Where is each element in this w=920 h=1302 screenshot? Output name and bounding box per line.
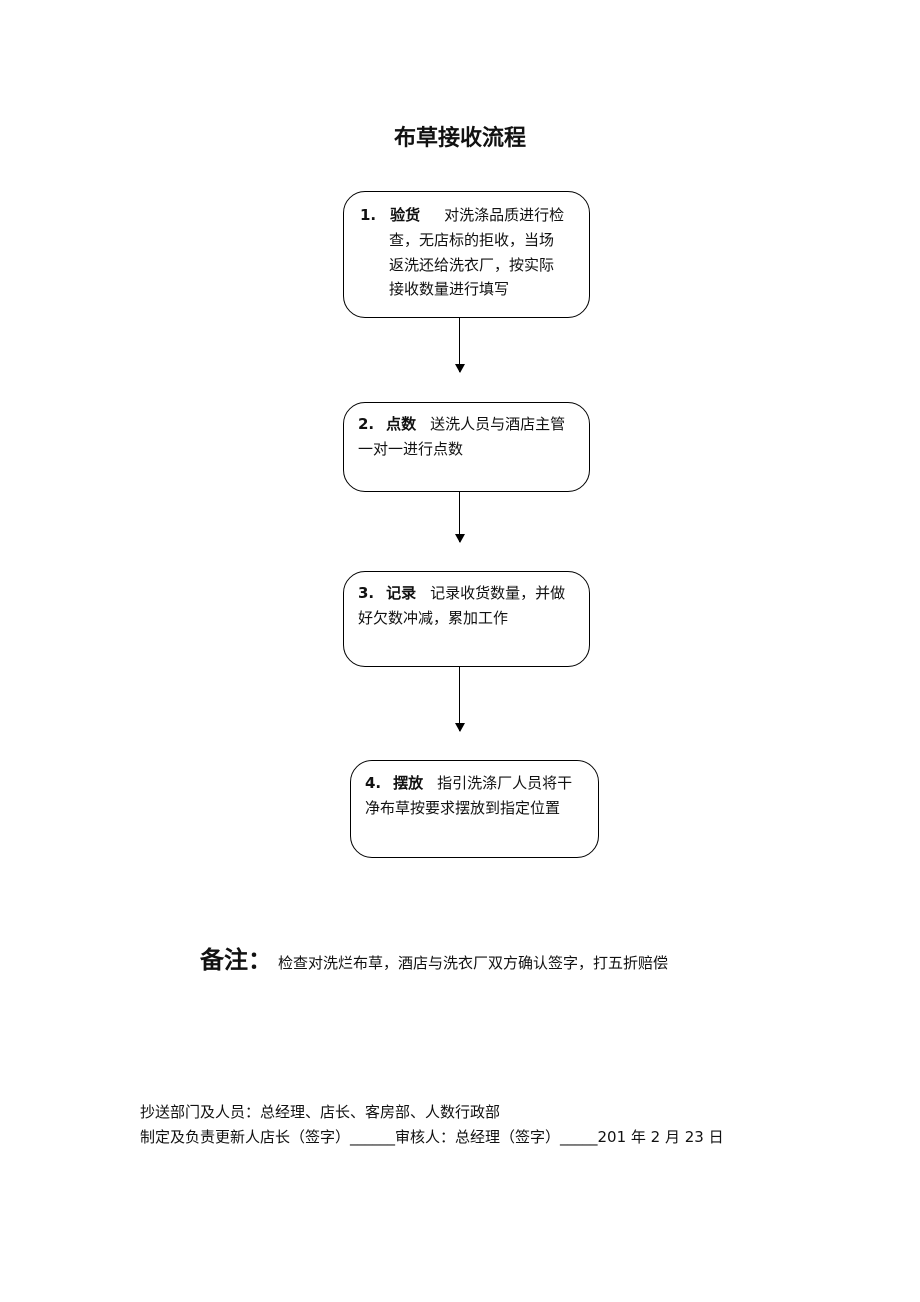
distribution-line: 抄送部门及人员：总经理、店长、客房部、人数行政部 xyxy=(140,1103,501,1121)
step-text: 指引洗涤厂人员将干 xyxy=(437,774,573,792)
arrow-down xyxy=(453,318,467,373)
step-number: 2. xyxy=(358,415,375,433)
step-number: 3. xyxy=(358,584,375,602)
step-number: 4. xyxy=(365,774,382,792)
step-text: 记录收货数量，并做 xyxy=(430,584,566,602)
step-heading: 记录 xyxy=(386,584,417,602)
step-text: 对洗涤品质进行检 xyxy=(444,206,565,224)
arrow-down xyxy=(453,492,467,543)
remark-label: 备注： xyxy=(200,946,272,974)
step-text: 送洗人员与酒店主管 xyxy=(430,415,566,433)
step-text: 返洗还给洗衣厂，按实际 xyxy=(389,256,555,274)
step-heading: 点数 xyxy=(386,415,417,433)
arrow-down xyxy=(453,667,467,732)
step-number: 1. xyxy=(360,206,377,224)
step-text: 净布草按要求摆放到指定位置 xyxy=(365,799,561,817)
step-text: 一对一进行点数 xyxy=(358,440,464,458)
step-heading: 验货 xyxy=(390,206,421,224)
signature-line: 制定及负责更新人店长（签字）______审核人：总经理（签字）_____201 … xyxy=(140,1128,724,1146)
flow-step-4: 4. 摆放指引洗涤厂人员将干 净布草按要求摆放到指定位置 xyxy=(350,760,599,858)
page-title: 布草接收流程 xyxy=(393,126,526,151)
flow-step-1: 1. 验货 对洗涤品质进行检 查，无店标的拒收，当场 返洗还给洗衣厂，按实际 接收数… xyxy=(343,191,590,318)
step-heading: 摆放 xyxy=(393,774,424,792)
remark: 备注： 检查对洗烂布草，酒店与洗衣厂双方确认签字，打五折赔偿 xyxy=(200,940,668,975)
step-text: 查，无店标的拒收，当场 xyxy=(389,231,555,249)
step-text: 好欠数冲减，累加工作 xyxy=(358,609,509,627)
remark-text: 检查对洗烂布草，酒店与洗衣厂双方确认签字，打五折赔偿 xyxy=(278,954,669,972)
flow-step-2: 2. 点数送洗人员与酒店主管 一对一进行点数 xyxy=(343,402,590,492)
flow-step-3: 3. 记录记录收货数量，并做 好欠数冲减，累加工作 xyxy=(343,571,590,667)
step-text: 接收数量进行填写 xyxy=(389,280,510,298)
